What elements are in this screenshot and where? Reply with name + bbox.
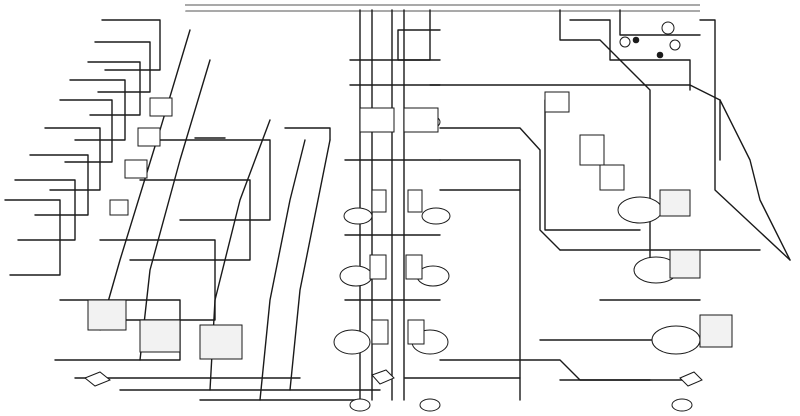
right-network bbox=[429, 9, 791, 401]
left-heater-units bbox=[87, 97, 243, 360]
upper-left-branches bbox=[4, 19, 161, 276]
left-diagonal-main bbox=[70, 6, 187, 394]
central-basins bbox=[333, 107, 451, 355]
fixtures bbox=[84, 21, 733, 412]
valves bbox=[619, 21, 681, 59]
floor-drains bbox=[84, 369, 703, 412]
right-basins bbox=[544, 91, 733, 355]
top-main-pipe bbox=[183, 4, 714, 20]
bottom-collectors bbox=[74, 377, 521, 401]
